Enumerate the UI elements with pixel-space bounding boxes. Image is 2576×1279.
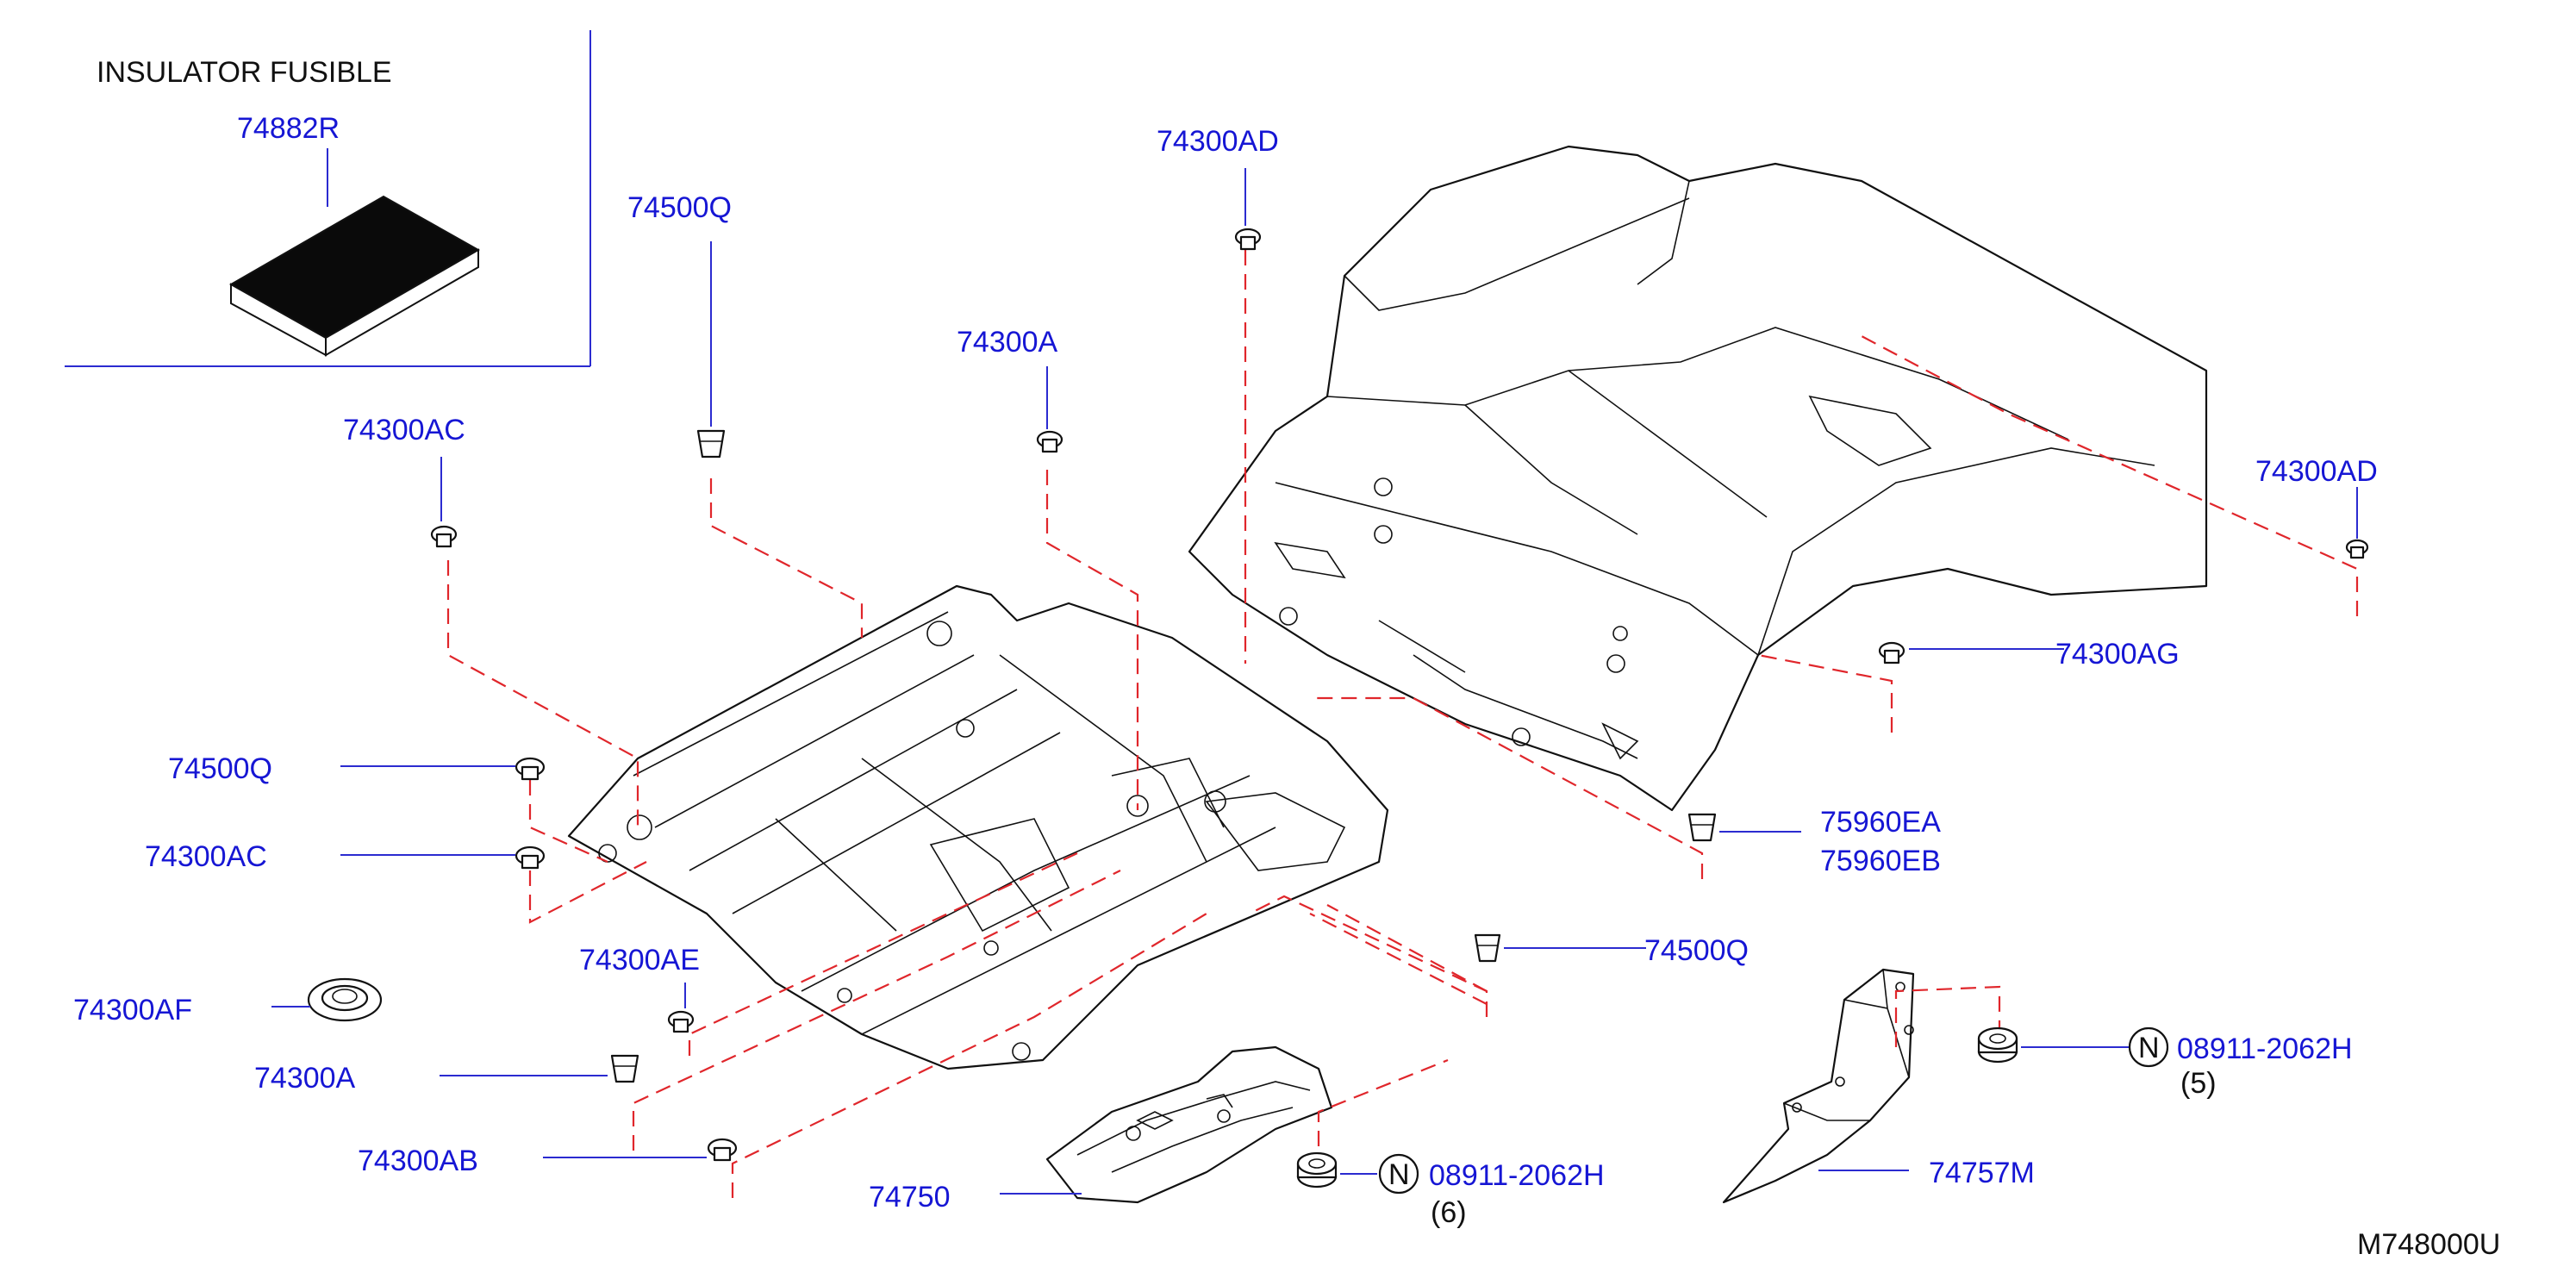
label-74750[interactable]: 74750 [869,1181,951,1213]
grommet-74300AC-top [430,525,458,548]
label-74500Q-right[interactable]: 74500Q [1644,934,1749,967]
label-74882R[interactable]: 74882R [237,112,340,145]
clip-74500Q-top [696,429,726,459]
label-74300AD-right[interactable]: 74300AD [2255,455,2378,488]
grommet-74300A-top [1036,430,1063,453]
alignment-lines [446,250,2359,1198]
label-74300AC-top[interactable]: 74300AC [343,414,465,446]
n-symbol-b: N [2138,1032,2160,1064]
inset-insulator-fusible: INSULATOR FUSIBLE 74882R [65,30,591,367]
label-74300AF[interactable]: 74300AF [73,994,192,1026]
rear-floor-panel [1188,145,2208,812]
label-75960EA[interactable]: 75960EA [1820,806,1941,839]
label-74300AE[interactable]: 74300AE [579,944,700,976]
label-nut-a[interactable]: 08911-2062H [1429,1159,1605,1192]
clip-74500Q-right [1474,933,1501,963]
clips [307,228,2369,1189]
label-nut-a-qty: (6) [1431,1196,1467,1229]
n-symbol-a: N [1388,1158,1410,1191]
label-74300AB[interactable]: 74300AB [358,1145,478,1177]
label-75960EB[interactable]: 75960EB [1820,845,1941,877]
label-74500Q-top[interactable]: 74500Q [627,191,732,224]
leader-lines [271,168,2358,1195]
label-74300AD-top[interactable]: 74300AD [1157,125,1279,158]
grommet-74300AD-right [2345,539,2369,559]
clip-75960EA [1687,813,1717,842]
clip-74300A-left [610,1054,639,1083]
grommet-74300AD-top [1234,228,1262,251]
section-title: INSULATOR FUSIBLE [97,56,392,89]
tunnel-insulator-74750 [1045,1045,1333,1204]
label-74300A-top[interactable]: 74300A [957,326,1058,359]
insulator-pad-icon [228,195,481,357]
label-74300A-left[interactable]: 74300A [254,1062,356,1095]
nut-icon-a [1296,1151,1338,1189]
label-nut-b[interactable]: 08911-2062H [2177,1033,2353,1065]
side-insulator-74757M [1722,968,1915,1204]
grommet-74300AF [307,977,383,1022]
label-74757M[interactable]: 74757M [1929,1157,2035,1189]
n-symbol-circle-b [2128,1026,2169,1068]
part-labels: 74500Q 74300AD 74300A 74300AC 74300AD 74… [73,125,2378,1229]
nut-icon-b [1977,1026,2018,1064]
label-74500Q-left[interactable]: 74500Q [168,752,272,785]
front-floor-panel [567,584,1389,1070]
grommet-74300AE [667,1010,695,1033]
grommet-74300AG [1878,641,1905,664]
label-74300AC-left[interactable]: 74300AC [145,840,267,873]
label-nut-b-qty: (5) [2180,1067,2217,1100]
grommet-74300AB [707,1138,738,1162]
n-symbol-circle-a [1378,1153,1419,1195]
diagram-code: M748000U [2357,1228,2500,1261]
label-74300AG[interactable]: 74300AG [2055,638,2180,671]
grommet-74300AC-left [515,845,546,870]
grommet-74500Q-left [515,757,546,781]
